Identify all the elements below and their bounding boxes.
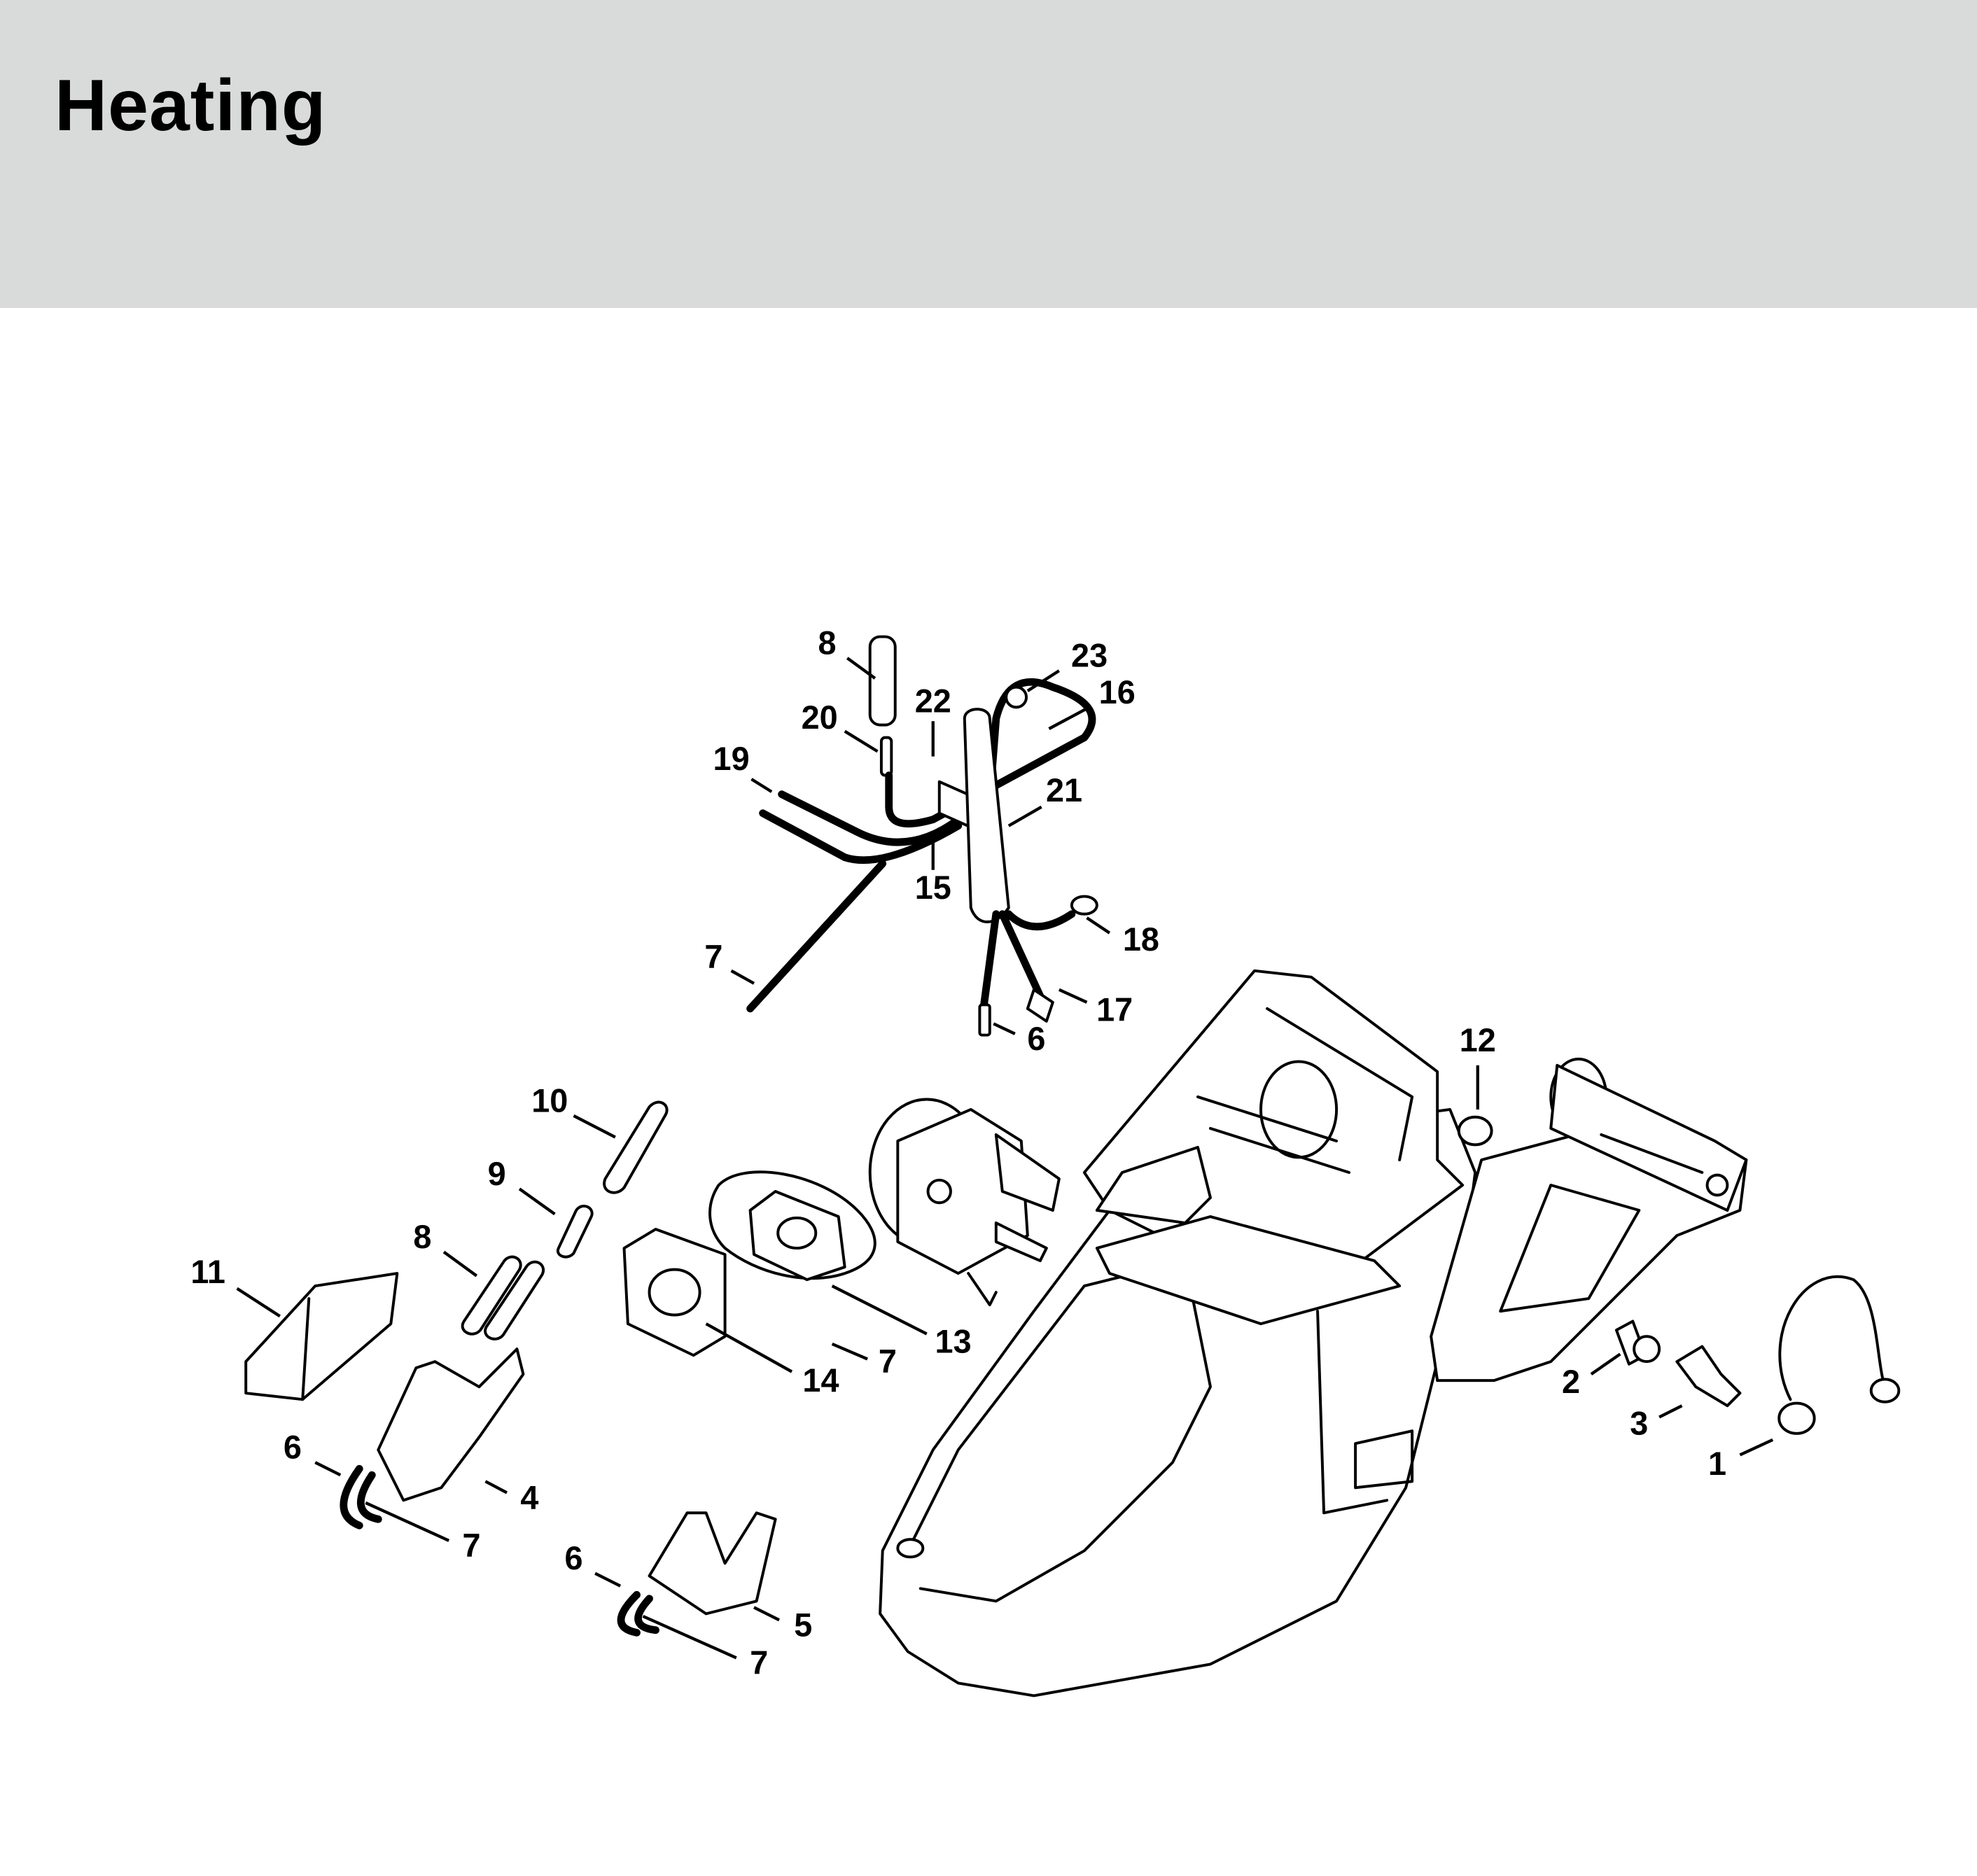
callout-leader-line [1739, 1438, 1774, 1457]
callout-label-15: 15 [915, 869, 951, 906]
callout-leader-line [753, 1606, 780, 1622]
callout-leader-line [993, 1022, 1016, 1035]
callout-leader-line [365, 1501, 450, 1542]
callout-leader-line [844, 729, 879, 753]
callout-leader-line [442, 1250, 478, 1278]
callout-leader-line [750, 778, 773, 793]
callout-leader-line [1086, 916, 1111, 934]
callout-label-3: 3 [1630, 1405, 1648, 1441]
callout-label-8: 8 [413, 1219, 431, 1255]
callout-leader-line [730, 969, 755, 985]
chainsaw-housing [879, 969, 1748, 1698]
callout-leader-line [642, 1614, 737, 1660]
gasket-14 [622, 1228, 727, 1357]
wiring-harness [746, 635, 1098, 1037]
callout-label-10: 10 [531, 1082, 568, 1119]
callout-label-21: 21 [1046, 772, 1082, 808]
callout-label-22: 22 [915, 682, 951, 719]
callout-label-2: 2 [1562, 1364, 1580, 1400]
callout-leader-line [1007, 805, 1042, 827]
callout-label-17: 17 [1096, 992, 1133, 1028]
page-title: Heating [55, 65, 327, 146]
callout-leader-line [705, 1322, 793, 1373]
callout-label-7: 7 [879, 1343, 897, 1380]
callout-leader-line [1026, 669, 1061, 692]
callout-leader-line [1058, 988, 1088, 1004]
callout-leader-line [518, 1187, 556, 1216]
callout-label-18: 18 [1123, 921, 1159, 958]
callout-leader-line [314, 1461, 342, 1477]
callout-leader-line [846, 657, 876, 680]
callout-label-13: 13 [935, 1323, 972, 1359]
callout-label-20: 20 [802, 699, 838, 736]
callout-label-11: 11 [190, 1254, 225, 1290]
callout-label-7: 7 [704, 939, 722, 975]
callout-label-19: 19 [713, 741, 750, 777]
callout-label-14: 14 [802, 1362, 839, 1399]
callout-leader-line [1590, 1352, 1621, 1376]
callout-leader-line [573, 1114, 616, 1139]
header-bar: Heating [0, 0, 1977, 308]
callout-label-9: 9 [488, 1156, 506, 1192]
callout-leader-line [594, 1572, 622, 1588]
callout-label-7: 7 [750, 1645, 768, 1681]
callout-label-6: 6 [284, 1429, 302, 1466]
callout-label-23: 23 [1071, 638, 1108, 674]
callout-label-6: 6 [564, 1540, 582, 1576]
callout-leader-line [236, 1287, 281, 1318]
callout-leader-line [1048, 707, 1088, 730]
heating-element-5 [648, 1511, 777, 1616]
callout-label-4: 4 [520, 1480, 538, 1516]
callout-leader-line [831, 1342, 868, 1361]
heating-element-4 [377, 1348, 525, 1502]
carburetor [868, 1098, 1061, 1307]
callout-label-1: 1 [1708, 1446, 1726, 1482]
callout-label-7: 7 [463, 1527, 481, 1564]
callout-label-6: 6 [1027, 1021, 1045, 1057]
callout-leader-line [484, 1480, 508, 1494]
callout-leader-line [1658, 1404, 1683, 1419]
gasket-13 [708, 1170, 876, 1282]
callout-leader-line [831, 1284, 928, 1336]
callout-label-16: 16 [1099, 674, 1136, 710]
loose-parts [244, 1100, 1901, 1637]
callout-label-5: 5 [794, 1607, 812, 1644]
callout-label-8: 8 [818, 625, 836, 662]
callout-label-12: 12 [1460, 1022, 1496, 1058]
